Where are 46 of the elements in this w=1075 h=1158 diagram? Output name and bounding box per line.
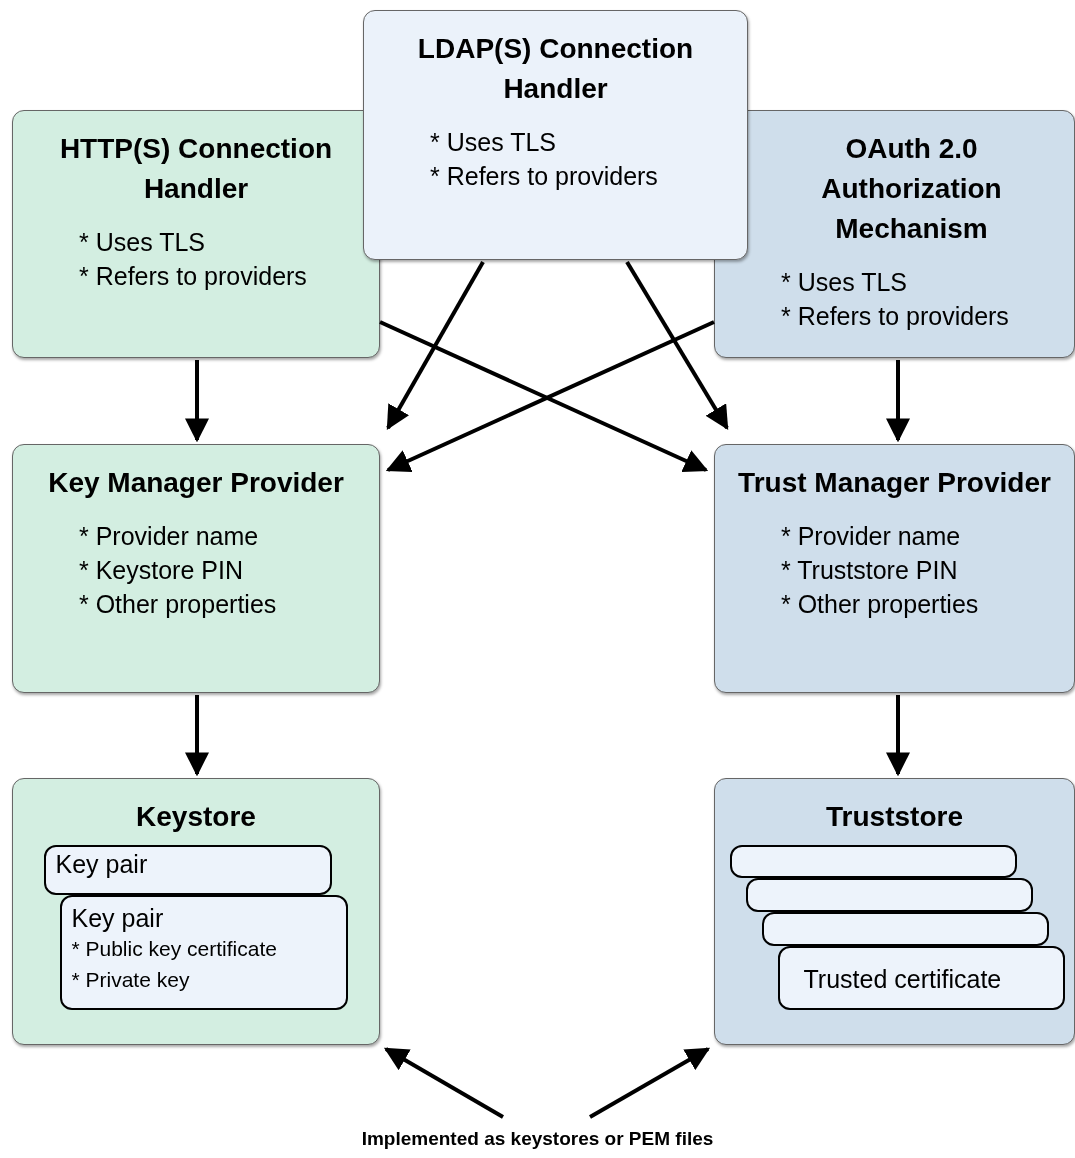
provider-box [714,444,1075,693]
certificate-card [761,911,1049,946]
bullet-text: * Refers to providers [781,301,1009,332]
certificate-card [745,877,1033,912]
bullet-text: * Uses TLS [781,267,907,298]
box-title: Key Manager Provider [47,466,345,500]
bullet-text: * Keystore PIN [79,555,243,586]
connection-handler-box [363,10,748,260]
arrow [383,1047,504,1119]
store-box [12,778,380,1045]
bullet-text: * Public key certificate [71,935,277,962]
bullet-text: * Other properties [781,589,979,620]
card-title: Key pair [55,848,148,879]
bullet-text: * Provider name [79,521,259,552]
store-box [714,778,1075,1045]
box-title: Keystore [135,800,257,834]
box-title: Trust Manager Provider [737,466,1052,500]
box-title: Truststore [825,800,964,834]
card-title: Trusted certificate [803,963,1002,994]
certificate-card [729,844,1017,878]
arrow [625,260,729,431]
arrow [185,360,209,443]
arrow [386,261,485,431]
connection-handler-box [12,110,380,358]
bullet-text: * Uses TLS [79,227,205,258]
bullet-text: * Refers to providers [79,261,307,292]
card-title: Key pair [71,902,164,933]
bullet-text: * Uses TLS [430,127,556,158]
key-pair-card [59,894,348,1010]
bullet-text: * Other properties [79,589,277,620]
bullet-text: * Refers to providers [430,161,658,192]
box-title: HTTP(S) Connection Handler [58,132,334,206]
arrow [886,360,910,443]
arrow [589,1047,711,1119]
arrow [886,695,910,777]
certificate-card [777,945,1065,1010]
key-pair-card [43,844,332,895]
box-title: LDAP(S) Connection Handler [416,32,695,106]
box-title: OAuth 2.0 Authorization Mechanism [820,132,1003,246]
note-text: Implemented as keystores or PEM files [361,1128,714,1150]
authorization-mechanism-box [714,110,1075,358]
bullet-text: * Provider name [781,521,961,552]
arrow [185,695,209,777]
bullet-text: * Private key [71,966,190,993]
bullet-text: * Truststore PIN [781,555,958,586]
provider-box [12,444,380,693]
